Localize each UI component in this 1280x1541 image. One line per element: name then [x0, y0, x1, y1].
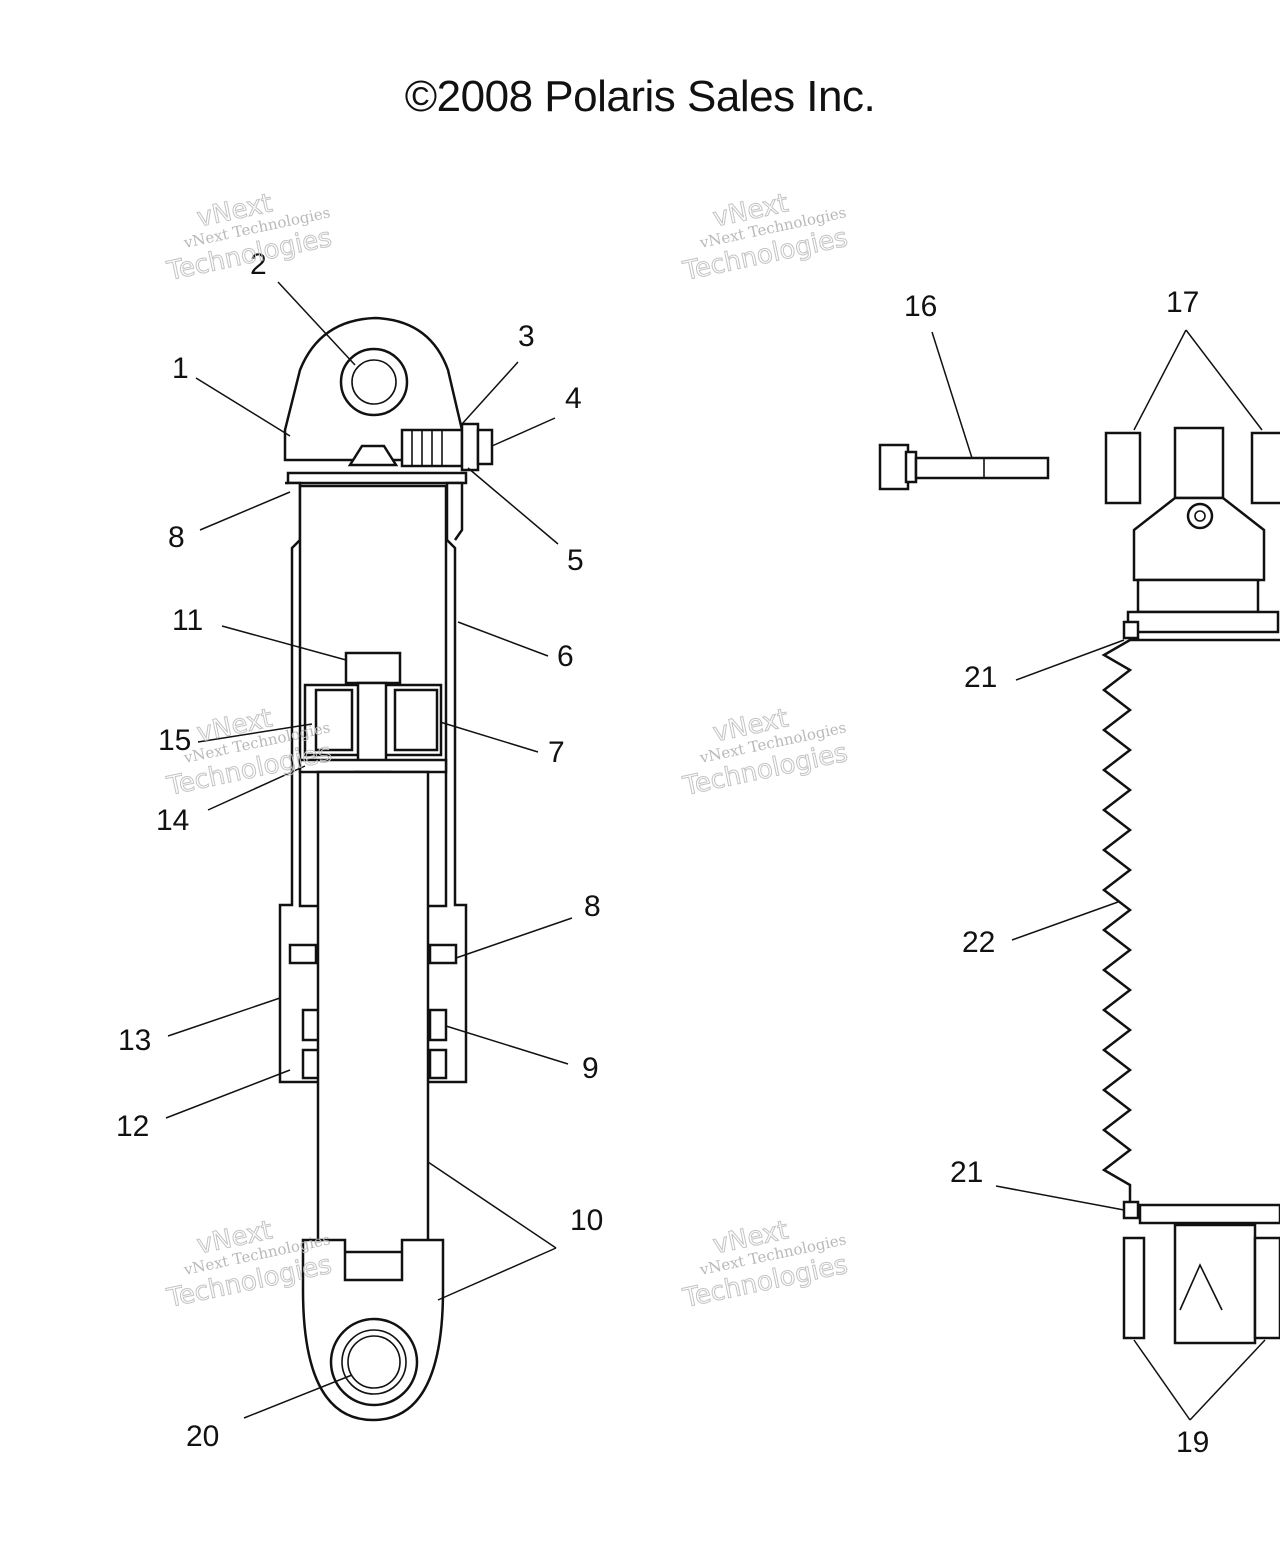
callout-7: 7	[548, 736, 565, 769]
callout-14: 14	[156, 804, 189, 837]
callout-10: 10	[570, 1204, 603, 1237]
callout-22: 22	[962, 926, 995, 959]
watermarks: vNext vNext Technologies Technologies vN…	[163, 188, 851, 1315]
callout-19: 19	[1176, 1426, 1209, 1459]
callout-12: 12	[116, 1110, 149, 1143]
copyright-notice: ©2008 Polaris Sales Inc.	[404, 72, 876, 121]
callout-20: 20	[186, 1420, 219, 1453]
callout-15: 15	[158, 724, 191, 757]
callout-11: 11	[172, 604, 203, 637]
callout-8-bottom: 8	[584, 890, 601, 923]
watermark-4: vNext vNext Technologies Technologies	[679, 703, 851, 803]
callout-9: 9	[582, 1052, 599, 1085]
callout-5: 5	[567, 544, 584, 577]
callout-6: 6	[557, 640, 574, 673]
callout-21-bottom: 21	[950, 1156, 983, 1189]
shock-cutaway	[278, 316, 494, 1422]
callout-8-top: 8	[168, 521, 185, 554]
callout-labels: 1 2 3 4 5 6 7 8 8 9 10 11 12 13 14 15 16…	[116, 248, 1209, 1459]
watermark-3: vNext vNext Technologies Technologies	[163, 703, 335, 803]
shock-exterior-boot	[1101, 426, 1280, 1345]
callout-13: 13	[118, 1024, 151, 1057]
watermark-5: vNext vNext Technologies Technologies	[163, 1215, 335, 1315]
callout-3: 3	[518, 320, 535, 353]
watermark-2: vNext vNext Technologies Technologies	[679, 188, 851, 288]
watermark-6: vNext vNext Technologies Technologies	[679, 1215, 851, 1315]
callout-2: 2	[250, 248, 267, 281]
callout-1: 1	[172, 352, 189, 385]
leader-lines	[165, 281, 1266, 1421]
mounting-bolt	[878, 443, 1050, 491]
watermark-1: vNext vNext Technologies Technologies	[163, 188, 335, 288]
callout-21-top: 21	[964, 661, 997, 694]
callout-16: 16	[904, 290, 937, 323]
callout-4: 4	[565, 382, 582, 415]
callout-17: 17	[1166, 286, 1199, 319]
